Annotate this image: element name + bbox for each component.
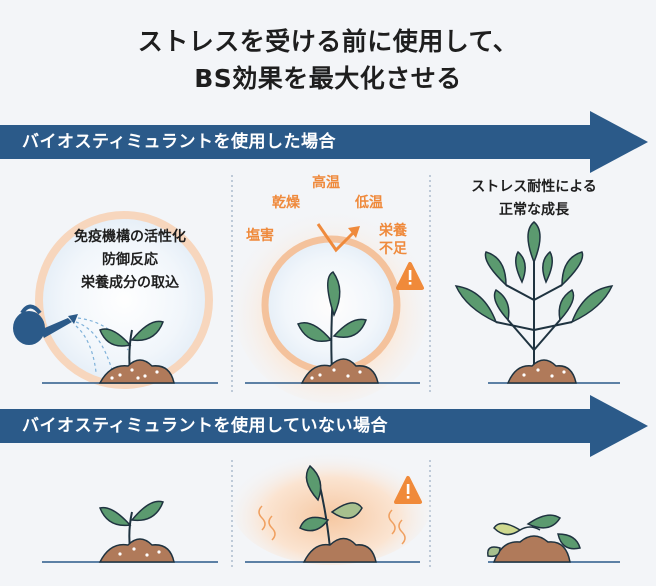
- main-title-line1: ストレスを受ける前に使用して、: [137, 27, 519, 56]
- panel5-heat-glow: [231, 445, 431, 565]
- deflect-arrow-icon: [316, 223, 360, 253]
- seedling-plant: [98, 320, 175, 384]
- warning-icon: [394, 476, 422, 504]
- stress-low-temp: 低温: [355, 195, 383, 211]
- grown-plant: [454, 221, 614, 384]
- benefit-nutrients: 栄養成分の取込: [81, 275, 179, 291]
- heat-wave-icon: [258, 505, 406, 545]
- panel3-result: ストレス耐性による 正常な成長: [436, 176, 632, 222]
- banner-without-bs: [0, 395, 648, 457]
- result-line1: ストレス耐性による: [471, 179, 597, 195]
- seedling-plant: [98, 500, 175, 563]
- stress-high-temp: 高温: [312, 175, 340, 191]
- main-title-line2: BS効果を最大化させる: [194, 64, 462, 93]
- benefit-defense: 防御反応: [102, 252, 158, 268]
- seedling-plant: [296, 271, 379, 384]
- watering-can-icon: [13, 304, 129, 373]
- benefit-immune: 免疫機構の活性化: [74, 229, 186, 245]
- panel1-protective-bubble: [35, 211, 213, 389]
- banner-label-with-bs: バイオスティミュラントを使用した場合: [22, 132, 336, 152]
- panel1-benefits: 免疫機構の活性化 防御反応 栄養成分の取込: [40, 226, 220, 295]
- banner-with-bs: [0, 111, 648, 173]
- collapsed-plant: [487, 514, 581, 563]
- warning-icon: [396, 262, 424, 290]
- banner-label-without-bs: バイオスティミュラントを使用していない場合: [22, 416, 388, 436]
- stress-drought: 乾燥: [272, 195, 300, 211]
- stress-salt: 塩害: [246, 228, 274, 244]
- stress-nutrient-deficiency: 栄養 不足: [379, 223, 407, 257]
- result-line2: 正常な成長: [499, 202, 569, 218]
- wilted-plant: [299, 464, 377, 563]
- panel-dividers: [231, 175, 431, 570]
